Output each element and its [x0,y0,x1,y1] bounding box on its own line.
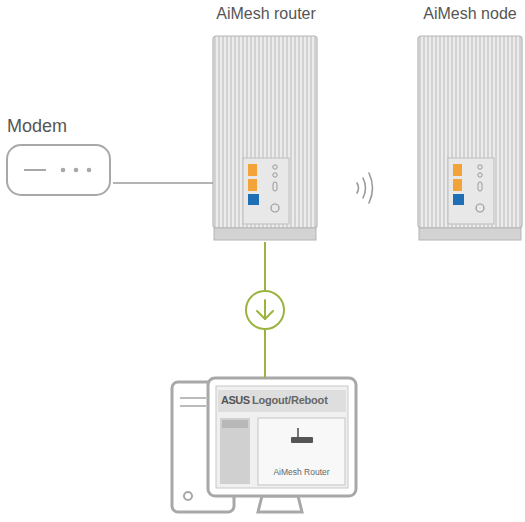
modem-body [7,145,110,195]
screen-sidebar [220,418,250,484]
arrow-head [257,311,273,319]
router-illustration [213,36,317,240]
sidebar-item [222,420,248,428]
modem-illustration [7,145,110,195]
node-illustration [418,36,522,240]
cable [113,182,213,184]
pc-tower-slot [180,405,206,407]
monitor-screen [216,386,348,488]
device-label: Modem [7,116,67,137]
wave [363,178,366,198]
screen-panel-node: AiMesh Router [258,418,345,485]
monitor-frame [208,378,356,496]
device-label: AiMesh router [188,5,344,23]
arrow-shaft [264,300,266,319]
cable-group [113,183,213,184]
wave [357,183,359,193]
mesh-node: AiMesh node [418,0,522,242]
router-icon [291,437,313,443]
screen-top-bar [218,390,346,412]
modem-node: Modem [5,116,113,198]
screen-caption: AiMesh Router [258,468,345,478]
direction-arrow [246,291,284,329]
modem-led [87,168,92,173]
browser-link-group [246,242,284,378]
modem-led [74,168,79,173]
device-label: AiMesh node [388,5,525,23]
pc-power-button [184,492,192,500]
modem-slot [24,169,46,171]
pc-tower-slot [180,397,206,399]
menu-text: Logout/Reboot [252,394,328,407]
browser-link [264,242,266,378]
arrow-circle [246,291,284,329]
computer-illustration [172,378,356,512]
screen-panel [258,418,345,485]
router-icon-antenna [297,428,299,437]
wireless-signal [357,173,373,203]
brand-logo: ASUS [221,394,250,407]
wave [369,173,373,203]
modem-led [61,168,66,173]
router-node: AiMesh router [213,0,319,242]
monitor-stand [258,496,302,512]
computer-node: AiMesh Router ASUSLogout/Reboot [208,378,356,496]
